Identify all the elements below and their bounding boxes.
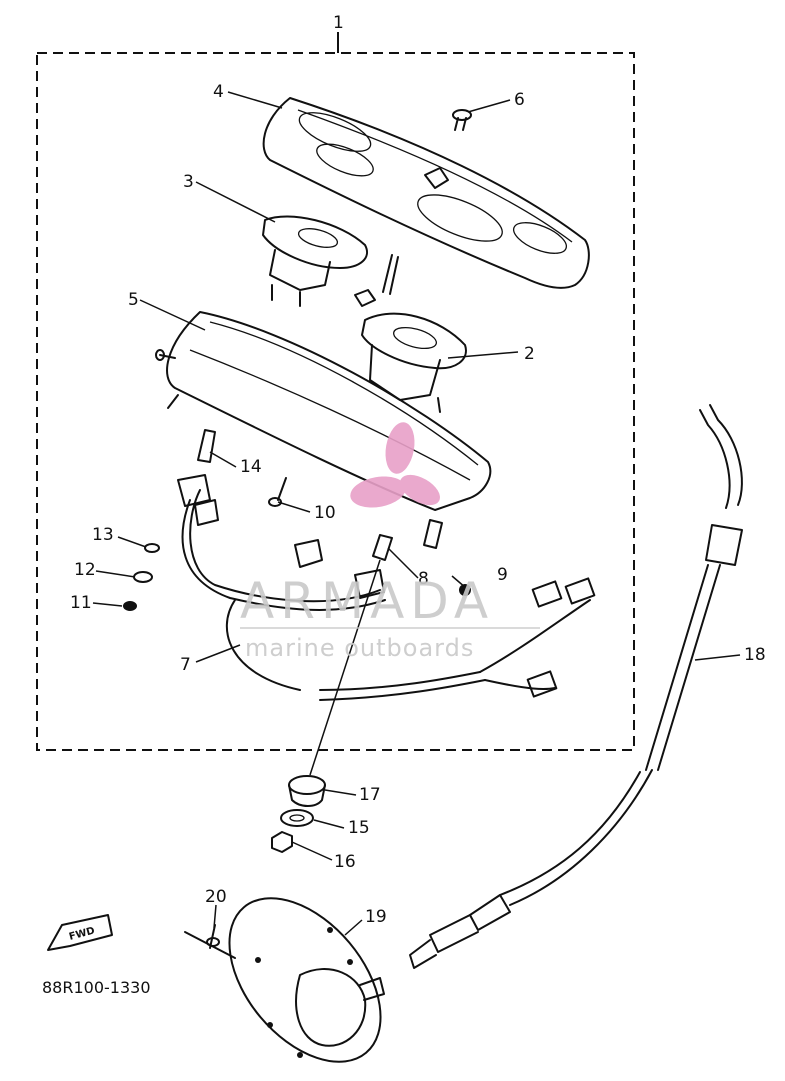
- callout-5: 5: [128, 290, 139, 310]
- callout-18: 18: [744, 645, 766, 665]
- bulb-sockets: [197, 429, 471, 596]
- callout-19: 19: [365, 907, 387, 927]
- watermark-tagline: marine outboards: [245, 634, 474, 662]
- meter-case: [155, 311, 492, 511]
- small-hardware: [123, 543, 160, 611]
- callout-labels: 1 2 3 4 5 6 7 8 9 10 11 12 13 14 15 16 1…: [70, 13, 766, 927]
- drive-flange: [228, 897, 385, 1063]
- callout-20: 20: [205, 887, 227, 907]
- callout-4: 4: [213, 82, 224, 102]
- fwd-badge: FWD: [47, 914, 113, 951]
- wire-harness: [177, 474, 596, 701]
- watermark-brand: ARMADA: [240, 572, 494, 630]
- callout-8: 8: [418, 569, 429, 589]
- cover-screw: [452, 109, 472, 131]
- callout-14: 14: [240, 457, 262, 477]
- callout-9: 9: [497, 565, 508, 585]
- callout-13: 13: [92, 525, 114, 545]
- callout-3: 3: [183, 172, 194, 192]
- callout-2: 2: [524, 344, 535, 364]
- meter-cover: [262, 97, 590, 289]
- cotter-pin: [184, 924, 236, 959]
- gauge-large: [354, 254, 467, 413]
- callout-16: 16: [334, 852, 356, 872]
- callout-6: 6: [514, 90, 525, 110]
- callout-12: 12: [74, 560, 96, 580]
- callout-11: 11: [70, 593, 92, 613]
- gauge-small: [262, 215, 368, 307]
- callout-17: 17: [359, 785, 381, 805]
- speedometer-cable: [409, 404, 743, 969]
- callout-10: 10: [314, 503, 336, 523]
- callout-7: 7: [180, 655, 191, 675]
- callout-1: 1: [333, 13, 344, 33]
- callout-15: 15: [348, 818, 370, 838]
- drawing-code: 88R100-1330: [42, 978, 151, 997]
- watermark: ARMADA marine outboards: [240, 422, 540, 662]
- grommet-washer-nut: [271, 775, 326, 853]
- watermark-logo: [350, 422, 440, 508]
- leader-lines: [92, 91, 741, 936]
- assembly-boundary: [36, 52, 635, 751]
